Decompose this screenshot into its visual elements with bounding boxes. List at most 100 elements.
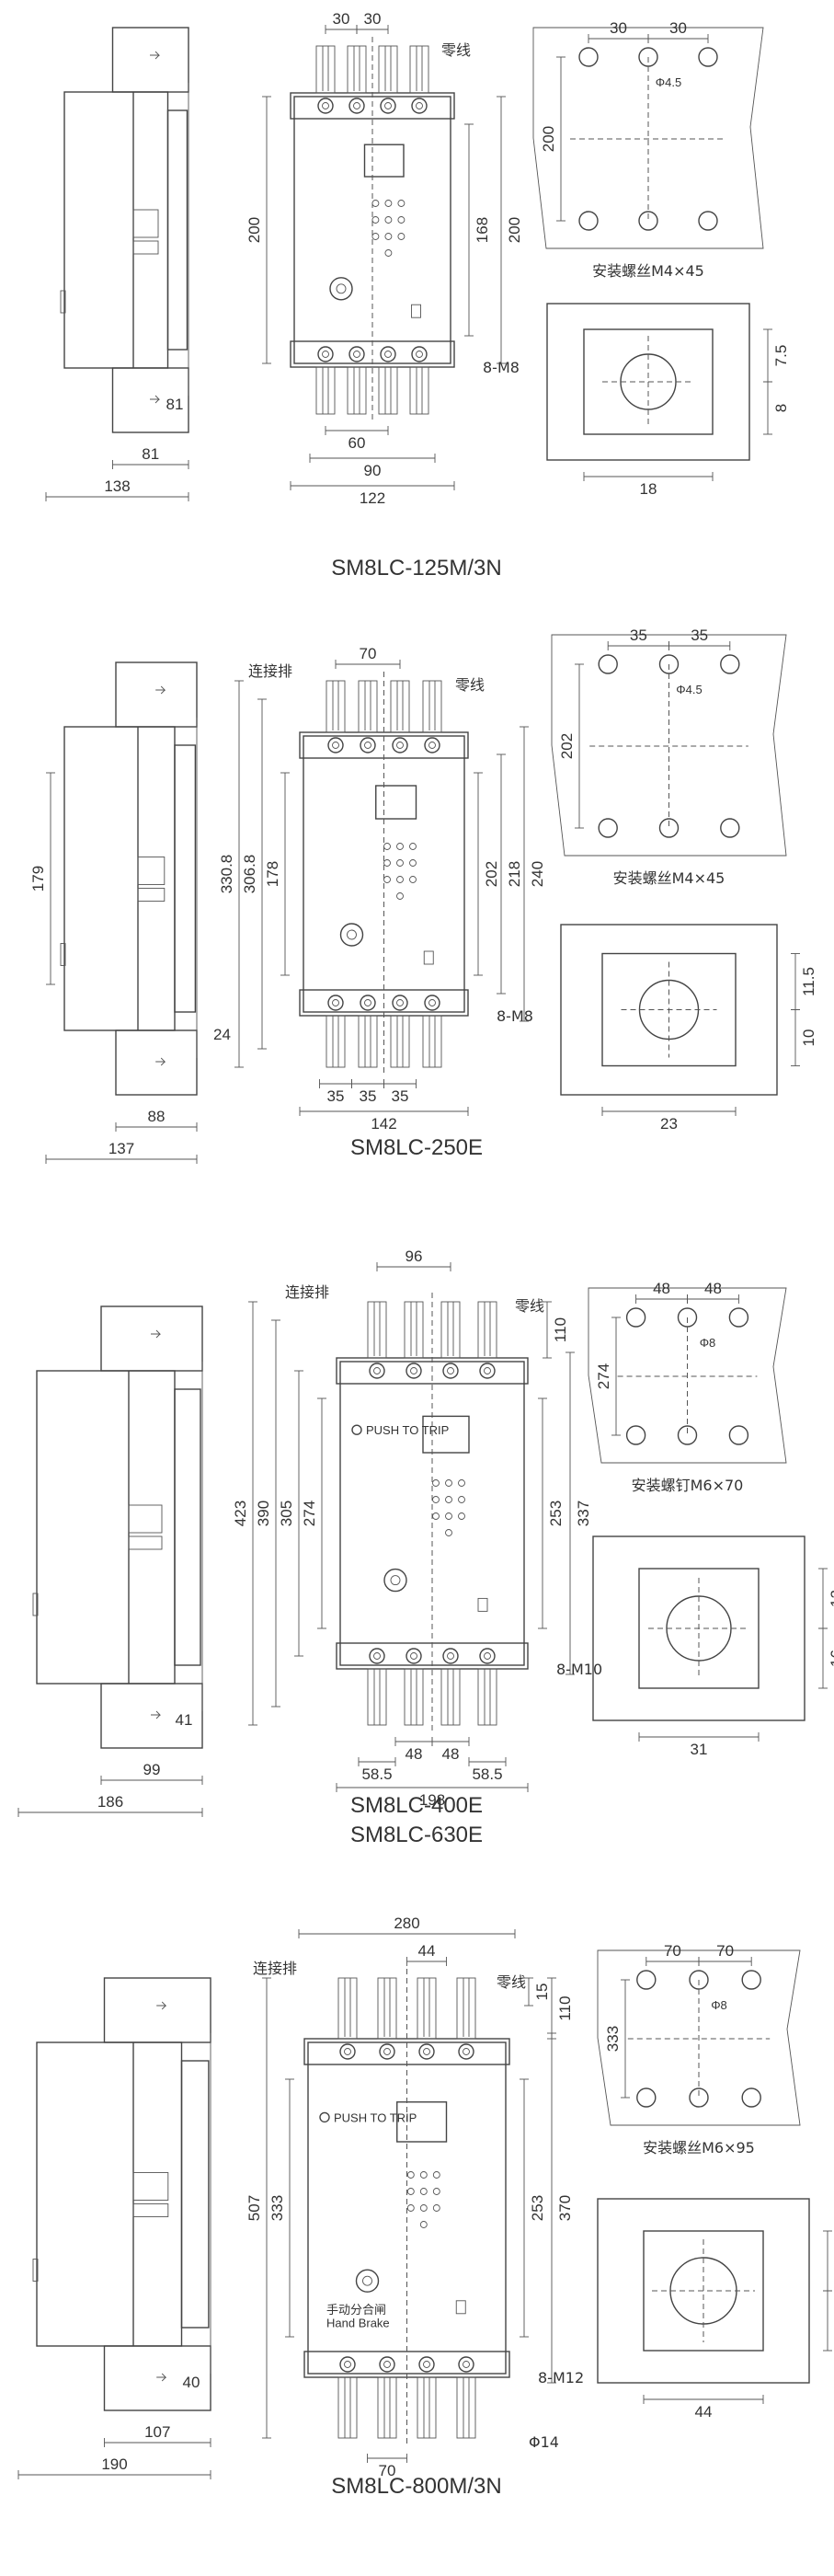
dimension-label: 305 xyxy=(278,1501,295,1526)
front-label: 连接排 xyxy=(285,1283,329,1301)
front-label: 8-M8 xyxy=(497,1007,533,1025)
dimension-label: 48 xyxy=(704,1280,722,1297)
front-label: Hand Brake xyxy=(326,2317,390,2330)
front-label: 8-M12 xyxy=(538,2369,584,2386)
front-label: 零线 xyxy=(455,676,485,694)
model-title: SM8LC-125M/3N xyxy=(331,556,501,581)
dimension-label: 35 xyxy=(392,1087,409,1105)
dimension-label: 423 xyxy=(232,1501,249,1526)
dimension-label: 16 xyxy=(828,1650,834,1667)
dimension-label: 137 xyxy=(109,1140,134,1157)
dimension-label: 90 xyxy=(364,462,382,479)
dimension-label: 110 xyxy=(556,1995,574,2020)
panel-cutout: 12 16 31 xyxy=(592,1535,834,1758)
dimension-label: 48 xyxy=(406,1745,423,1763)
hole-diameter-label: Φ8 xyxy=(711,1998,727,2012)
side-view: 81 138 81 xyxy=(45,27,189,501)
dimension-label: 48 xyxy=(653,1280,670,1297)
panel-outline xyxy=(551,634,787,857)
dimension-label: 58.5 xyxy=(361,1765,392,1783)
dimension-label: 107 xyxy=(144,2423,170,2441)
dimension-label: 202 xyxy=(558,733,576,759)
arrow-icon xyxy=(151,1710,162,1719)
front-label: 8-M8 xyxy=(483,359,520,376)
dimension-label: 12 xyxy=(828,1590,834,1607)
dimension-label: 122 xyxy=(360,489,385,507)
front-label: 零线 xyxy=(497,1973,526,1991)
dimension-label: 81 xyxy=(166,396,184,413)
front-label: 8-M10 xyxy=(556,1661,602,1678)
front-label: PUSH TO TRIP xyxy=(366,1423,449,1437)
dimension-label: 330.8 xyxy=(218,855,235,894)
arrow-icon xyxy=(156,2373,167,2382)
dimension-label: 200 xyxy=(246,217,263,243)
dimension-label: 200 xyxy=(506,217,523,243)
dimension-label: 44 xyxy=(695,2403,713,2421)
dimension-label: 99 xyxy=(143,1761,161,1778)
panel-outline xyxy=(588,1287,787,1464)
dimension-label: 30 xyxy=(333,10,350,28)
dimension-label: 306.8 xyxy=(241,855,258,894)
dimension-label: 58.5 xyxy=(472,1765,502,1783)
dimension-label: 23 xyxy=(660,1115,678,1133)
dimension-label: 35 xyxy=(691,627,708,644)
dimension-label: 190 xyxy=(101,2455,127,2473)
dimension-label: 370 xyxy=(556,2195,574,2221)
panel-outline xyxy=(597,1949,801,2126)
dimension-label: 15 xyxy=(533,1984,551,2001)
dimension-label: 138 xyxy=(104,477,130,495)
dimension-label: 31 xyxy=(691,1741,708,1758)
model-title: SM8LC-800M/3N xyxy=(331,2474,501,2499)
dimension-label: 35 xyxy=(360,1087,377,1105)
dimension-label: 200 xyxy=(540,126,557,152)
dimension-label: 337 xyxy=(575,1501,592,1526)
dimension-label: 18 xyxy=(640,480,657,498)
panel-outline xyxy=(532,27,764,249)
dimension-label: 70 xyxy=(664,1942,681,1960)
dimension-label: 274 xyxy=(595,1363,612,1389)
front-label: Φ14 xyxy=(529,2433,559,2451)
hole-diameter-label: Φ4.5 xyxy=(676,683,702,696)
front-label: 手动分合闸 xyxy=(326,2303,386,2317)
arrow-icon xyxy=(150,395,161,404)
dimension-label: 274 xyxy=(301,1501,318,1526)
dimension-label: 60 xyxy=(348,434,366,452)
arrow-icon xyxy=(150,51,161,60)
dimension-label: 507 xyxy=(246,2195,263,2221)
dimension-label: 30 xyxy=(669,19,687,37)
dimension-label: 88 xyxy=(148,1108,166,1125)
arrow-icon xyxy=(155,1057,166,1066)
mounting-screw-caption: 安装螺丝M4×45 xyxy=(613,869,725,887)
dimension-label: 44 xyxy=(418,1942,436,1960)
dimension-label: 30 xyxy=(364,10,382,28)
front-label: 连接排 xyxy=(253,1960,297,1977)
dimension-label: 178 xyxy=(264,861,281,887)
dimension-label: 110 xyxy=(552,1317,569,1342)
dimension-label: 186 xyxy=(97,1793,123,1811)
dimension-label: 81 xyxy=(142,445,159,463)
dimension-label: 218 xyxy=(506,861,523,887)
dimension-label: 7.5 xyxy=(772,345,790,367)
dimension-label: 70 xyxy=(360,645,377,662)
dimension-label: 18 xyxy=(832,2312,834,2329)
arrow-icon xyxy=(151,1329,162,1339)
dimension-label: 70 xyxy=(379,2462,396,2479)
front-label: 零线 xyxy=(515,1297,544,1315)
dimension-label: 390 xyxy=(255,1501,272,1526)
dimension-label: 11.5 xyxy=(800,967,817,996)
dimension-label: 12 xyxy=(832,2252,834,2270)
